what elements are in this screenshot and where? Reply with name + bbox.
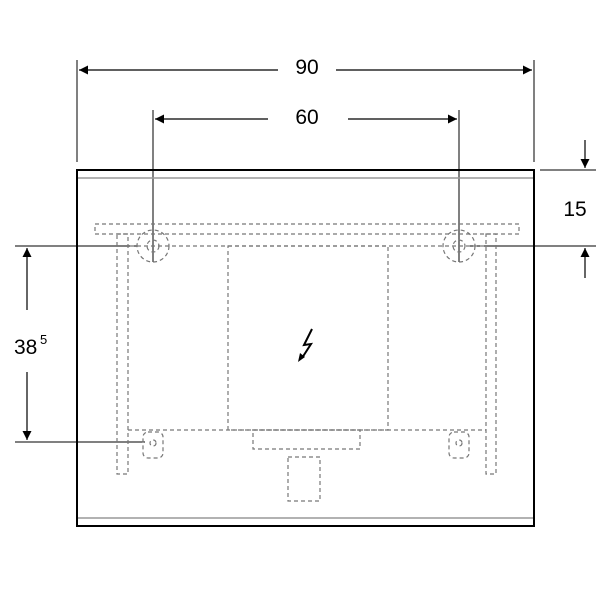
mounting-hole-left — [136, 229, 170, 263]
cabinet-outline — [76, 169, 535, 527]
dimension-60-label: 60 — [295, 106, 318, 129]
mounting-hole-right — [442, 229, 476, 263]
hidden-frame — [94, 223, 520, 502]
electrical-connection-icon — [298, 328, 314, 362]
dimension-15-label: 15 — [563, 198, 586, 221]
dimension-38-label: 38 — [14, 336, 37, 359]
dimension-90-label: 90 — [295, 56, 318, 79]
dimension-38-superscript: 5 — [40, 332, 47, 347]
